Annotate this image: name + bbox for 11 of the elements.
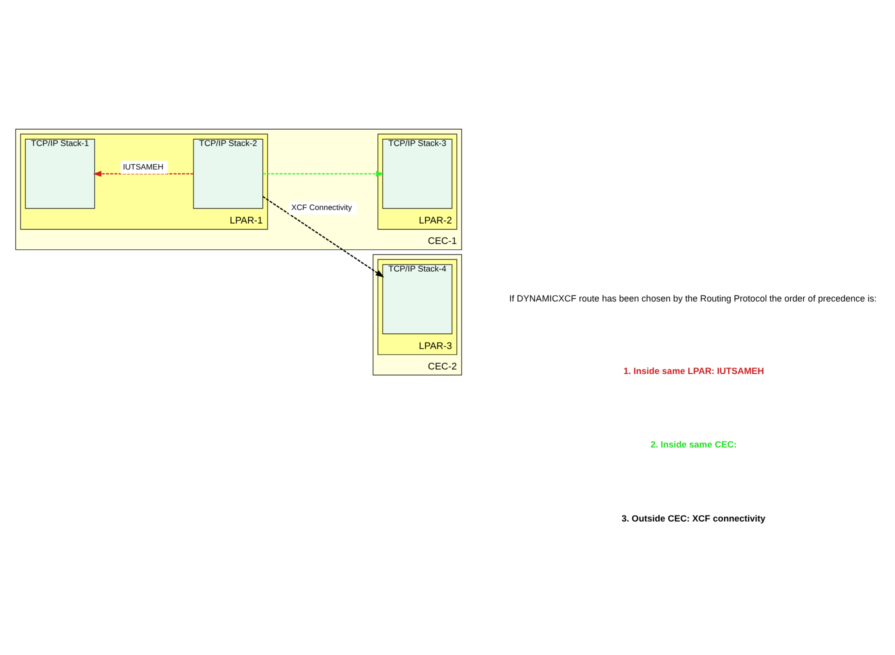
label: 2. Inside same CEC: (650, 440, 737, 450)
arrow (262, 196, 384, 278)
node-box: TCP/IP Stack-4 (382, 264, 452, 334)
node-box: TCP/IP Stack-2 (193, 138, 264, 209)
label: If DYNAMICXCF route has been chosen by the Routing Protocol the order of precedence is: (509, 293, 877, 304)
node-box: TCP/IP Stack-3 (382, 138, 452, 209)
label: 3. Outside CEC: XCF connectivity (622, 513, 766, 524)
label: 1. Inside same LPAR: IUTSAMEH (623, 366, 764, 376)
arrow (92, 170, 194, 177)
node-box: TCP/IP Stack-1 (25, 138, 95, 209)
arrow (262, 170, 384, 177)
